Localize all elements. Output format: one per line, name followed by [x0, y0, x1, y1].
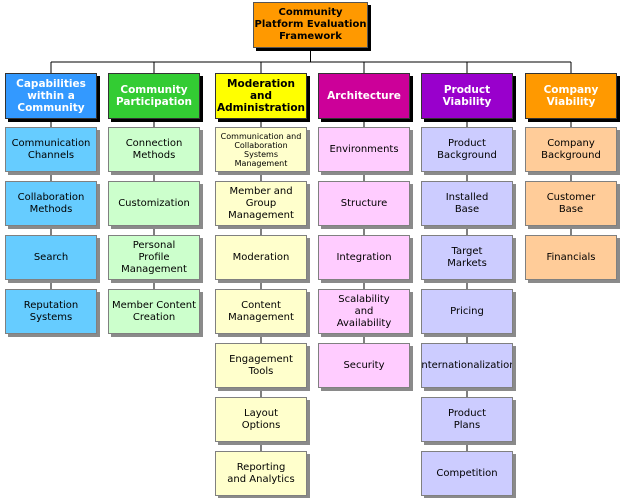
child-node: Integration — [318, 235, 410, 280]
child-node: Pricing — [421, 289, 513, 334]
child-node: Scalability and Availability — [318, 289, 410, 334]
child-node: Structure — [318, 181, 410, 226]
child-node: Content Management — [215, 289, 307, 334]
child-node: Personal Profile Management — [108, 235, 200, 280]
child-node: Product Background — [421, 127, 513, 172]
child-node: Moderation — [215, 235, 307, 280]
child-node: Reputation Systems — [5, 289, 97, 334]
child-node: Installed Base — [421, 181, 513, 226]
child-node: Collaboration Methods — [5, 181, 97, 226]
child-node: Connection Methods — [108, 127, 200, 172]
column-header: Architecture — [318, 73, 410, 119]
child-node: Member and Group Management — [215, 181, 307, 226]
child-node: Customer Base — [525, 181, 617, 226]
child-node: Environments — [318, 127, 410, 172]
root-node: Community Platform Evaluation Framework — [253, 2, 368, 48]
child-node: Layout Options — [215, 397, 307, 442]
child-node: Reporting and Analytics — [215, 451, 307, 496]
column-header: Capabilities within a Community — [5, 73, 97, 119]
child-node: Competition — [421, 451, 513, 496]
child-node: Company Background — [525, 127, 617, 172]
child-node: Product Plans — [421, 397, 513, 442]
column-header: Community Participation — [108, 73, 200, 119]
child-node: Search — [5, 235, 97, 280]
column-header: Company Viability — [525, 73, 617, 119]
child-node: Engagement Tools — [215, 343, 307, 388]
column-header: Moderation and Administration — [215, 73, 307, 119]
child-node: Communication and Collaboration Systems … — [215, 127, 307, 172]
child-node: Financials — [525, 235, 617, 280]
child-node: Member Content Creation — [108, 289, 200, 334]
child-node: Customization — [108, 181, 200, 226]
child-node: Internationalization — [421, 343, 513, 388]
column-header: Product Viability — [421, 73, 513, 119]
child-node: Security — [318, 343, 410, 388]
child-node: Communication Channels — [5, 127, 97, 172]
child-node: Target Markets — [421, 235, 513, 280]
